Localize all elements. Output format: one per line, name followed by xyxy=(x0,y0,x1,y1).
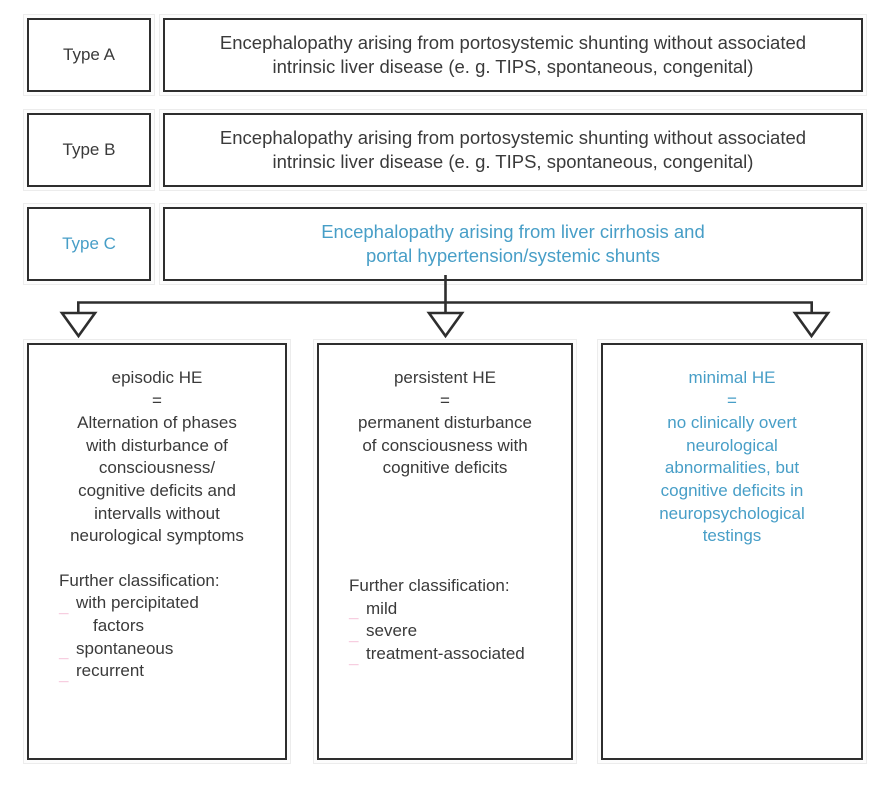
episodic-bullet-1: with percipitated xyxy=(76,593,199,613)
type-a-description-box: Encephalopathy arising from portosystemi… xyxy=(163,18,863,92)
type-c-description-text: Encephalopathy arising from liver cirrho… xyxy=(321,220,705,267)
minimal-he-def-line-2: neurological xyxy=(686,435,778,455)
episodic-he-bullet-list: _with percipitated factors _spontaneous … xyxy=(59,592,271,684)
persistent-bullet-1: mild xyxy=(366,598,398,618)
persistent-he-def-line-2: of consciousness with xyxy=(362,435,528,455)
minimal-he-title: minimal HE xyxy=(688,368,776,387)
arrow-down-icon-middle xyxy=(426,311,465,339)
type-a-description-line-2: intrinsic liver disease (e. g. TIPS, spo… xyxy=(272,56,754,77)
minimal-he-def-line-1: no clinically overt xyxy=(667,413,797,433)
list-item: _ with percipitated factors xyxy=(59,592,271,637)
episodic-he-further-title: Further classification: xyxy=(59,570,220,590)
persistent-he-header: persistent HE = permanent disturbance of… xyxy=(333,367,557,480)
dash-bullet-icon: _ xyxy=(59,597,69,617)
episodic-he-def-line-1: Alternation of phases xyxy=(77,413,237,433)
episodic-he-header: episodic HE = Alternation of phases with… xyxy=(43,367,271,548)
minimal-he-definition: no clinically overt neurological abnorma… xyxy=(617,412,847,548)
detail-box-persistent-he: persistent HE = permanent disturbance of… xyxy=(317,343,573,760)
episodic-he-def-line-3: consciousness/ xyxy=(98,458,216,478)
connector-arrows xyxy=(0,275,890,347)
detail-box-minimal-he: minimal HE = no clinically overt neurolo… xyxy=(601,343,863,760)
dash-bullet-icon: _ xyxy=(59,642,69,662)
arrow-down-icon-left xyxy=(59,311,98,339)
list-item: _ mild xyxy=(349,598,557,622)
minimal-he-def-line-4: cognitive deficits in xyxy=(660,481,804,501)
minimal-he-header: minimal HE = no clinically overt neurolo… xyxy=(617,367,847,548)
type-c-description-line-2: portal hypertension/systemic shunts xyxy=(365,245,661,266)
list-item: _ severe xyxy=(349,620,557,644)
episodic-he-def-line-2: with disturbance of xyxy=(86,435,228,455)
persistent-he-def-line-1: permanent disturbance xyxy=(358,413,532,433)
persistent-he-equals: = xyxy=(440,390,450,410)
minimal-he-def-line-6: testings xyxy=(702,526,762,546)
type-a-label-box: Type A xyxy=(27,18,151,92)
episodic-he-equals: = xyxy=(152,390,162,410)
minimal-he-equals: = xyxy=(727,390,737,410)
persistent-he-def-line-3: cognitive deficits xyxy=(382,458,508,478)
persistent-he-bullet-list: _mild _severe _treatment-associated xyxy=(349,598,557,667)
connector-svg xyxy=(59,275,831,339)
persistent-he-further-classification: Further classification: _mild _severe _t… xyxy=(333,575,557,667)
episodic-he-further-classification: Further classification: _ with percipitat… xyxy=(43,570,271,684)
minimal-he-def-line-5: neuropsychological xyxy=(659,503,805,523)
type-b-description-box: Encephalopathy arising from portosystemi… xyxy=(163,113,863,187)
episodic-he-definition: Alternation of phases with disturbance o… xyxy=(43,412,271,548)
episodic-bullet-2: spontaneous xyxy=(76,638,174,658)
persistent-bullet-2: severe xyxy=(366,621,418,641)
episodic-he-def-line-6: neurological symptoms xyxy=(70,526,244,546)
dash-bullet-icon: _ xyxy=(59,665,69,685)
type-c-label-text: Type C xyxy=(62,234,116,254)
list-item: _ spontaneous xyxy=(59,638,271,662)
arrow-down-icon-right xyxy=(792,311,831,339)
episodic-he-title: episodic HE xyxy=(111,368,203,387)
type-c-description-line-1: Encephalopathy arising from liver cirrho… xyxy=(321,221,705,243)
type-a-label-text: Type A xyxy=(63,45,115,65)
type-b-description-line-1: Encephalopathy arising from portosystemi… xyxy=(219,127,807,149)
episodic-bullet-3: recurrent xyxy=(76,661,145,681)
episodic-bullet-1-continuation: factors xyxy=(93,616,145,636)
type-c-label-box: Type C xyxy=(27,207,151,281)
type-a-description-text: Encephalopathy arising from portosystemi… xyxy=(220,31,806,78)
dash-bullet-icon: _ xyxy=(349,625,359,644)
type-b-description-line-2: intrinsic liver disease (e. g. TIPS, spo… xyxy=(272,151,754,172)
type-a-description-line-1: Encephalopathy arising from portosystemi… xyxy=(219,32,807,54)
dash-bullet-icon: _ xyxy=(349,602,359,622)
persistent-he-definition: permanent disturbance of consciousness w… xyxy=(333,412,557,480)
episodic-he-def-line-5: intervalls without xyxy=(94,503,220,523)
minimal-he-def-line-3: abnormalities, but xyxy=(664,458,800,478)
type-b-label-box: Type B xyxy=(27,113,151,187)
persistent-he-further-title: Further classification: xyxy=(349,576,510,596)
detail-box-episodic-he: episodic HE = Alternation of phases with… xyxy=(27,343,287,760)
persistent-bullet-3: treatment-associated xyxy=(366,643,525,663)
persistent-he-title: persistent HE xyxy=(393,368,497,387)
list-item: _ recurrent xyxy=(59,660,271,684)
dash-bullet-icon: _ xyxy=(349,647,359,667)
type-c-description-box: Encephalopathy arising from liver cirrho… xyxy=(163,207,863,281)
type-b-label-text: Type B xyxy=(62,140,116,160)
type-b-description-text: Encephalopathy arising from portosystemi… xyxy=(220,126,806,173)
episodic-he-def-line-4: cognitive deficits and xyxy=(78,481,236,501)
list-item: _ treatment-associated xyxy=(349,643,557,667)
